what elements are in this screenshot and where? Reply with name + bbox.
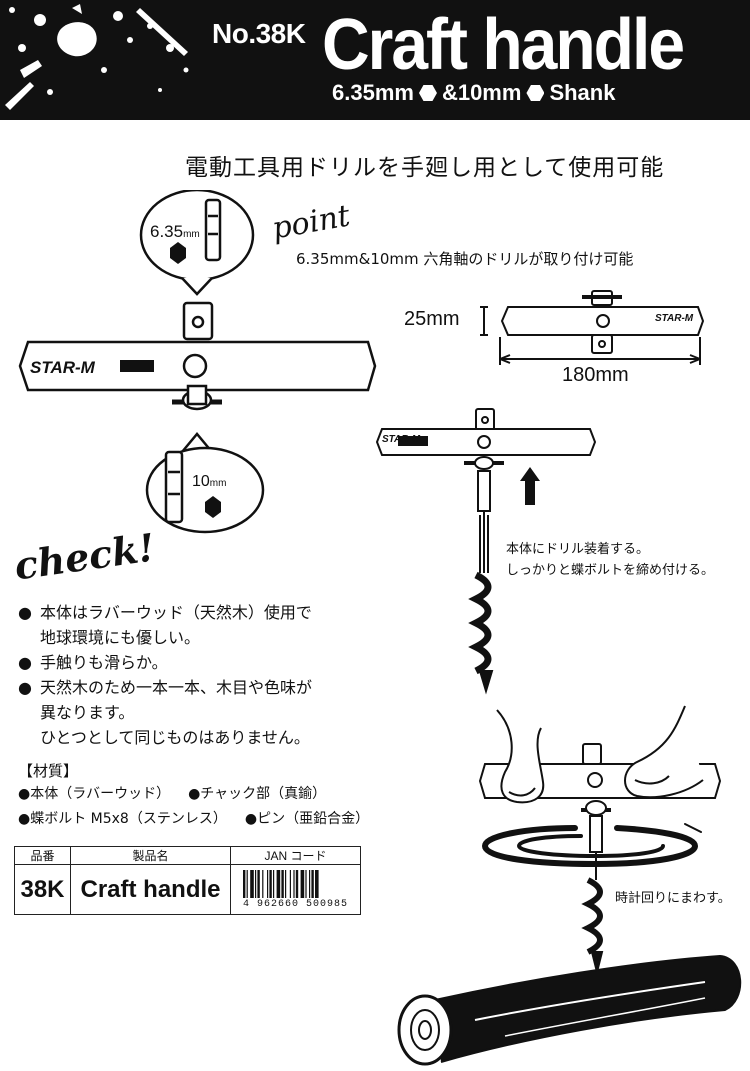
ink-splash-decoration (5, 4, 189, 110)
shank-size-10: &10mm (441, 80, 522, 105)
barcode-bar (289, 869, 291, 898)
feature-text: ひとつとして同じものはありません。 (40, 728, 310, 747)
feature-text: 手触りも滑らか。 (40, 653, 168, 672)
barcode-bar (249, 869, 254, 898)
barcode: 4 962660 500985 (231, 869, 360, 910)
table-row: 38K Craft handle 4 962660 500985 (14, 864, 361, 915)
product-table: 品番 製品名 JAN コード 38K Craft handle 4 962660… (14, 846, 361, 915)
materials-row: ●本体（ラバーウッド） ●チャック部（真鍮） (18, 782, 418, 807)
barcode-bar (261, 869, 263, 898)
feature-item: 天然木のため一本一本、木目や色味が 異なります。 ひとつとして同じものはありませ… (18, 675, 312, 750)
subtitle: 電動工具用ドリルを手廻し用として使用可能 (185, 155, 665, 181)
barcode-bar (254, 869, 256, 898)
materials-row: ●蝶ボルト M5x8（ステンレス） ●ピン（亜鉛合金） (18, 807, 418, 832)
materials-title: 【材質】 (18, 762, 79, 780)
barcode-bar (314, 869, 319, 898)
mount-note-line2: しっかりと蝶ボルトを締め付ける。 (506, 563, 715, 578)
bit-large-label: 10mm (192, 473, 226, 491)
bit-large-value: 10 (192, 473, 210, 490)
shank-sizes: 6.35mm &10mm Shank (332, 80, 615, 106)
rotation-illustration (397, 705, 742, 1066)
rotate-note: 時計回りにまわす。 (615, 891, 731, 906)
product-name: Craft handle (322, 3, 685, 85)
dimension-drawing (480, 290, 705, 365)
model-number: No.38K (212, 18, 306, 49)
point-description: 6.35mm&10mm 六角軸のドリルが取り付け可能 (296, 250, 634, 268)
dimension-height: 25mm (404, 308, 460, 330)
header-code: 品番 (14, 846, 71, 865)
barcode-icon (242, 869, 319, 898)
product-name-cell: Craft handle (70, 864, 231, 915)
barcode-bar (300, 869, 304, 898)
hex-icon (418, 85, 437, 101)
barcode-bar (256, 869, 260, 898)
mount-note: 本体にドリル装着する。 しっかりと蝶ボルトを締め付ける。 (506, 539, 714, 581)
material-item: ●ピン（亜鉛合金） (244, 811, 370, 827)
header-banner: No.38K Craft handle 6.35mm &10mm Shank (0, 0, 750, 120)
mount-note-line1: 本体にドリル装着する。 (506, 542, 650, 557)
material-item: ●本体（ラバーウッド） (18, 786, 171, 802)
barcode-bar (310, 869, 314, 898)
material-item: ●蝶ボルト M5x8（ステンレス） (18, 811, 227, 827)
barcode-bar (304, 869, 307, 898)
feature-list: 本体はラバーウッド（天然木）使用で 地球環境にも優しい。 手触りも滑らか。 天然… (18, 600, 312, 750)
header-jan: JAN コード (230, 846, 361, 865)
barcode-bar (292, 869, 295, 898)
bit-small-label: 6.35mm (150, 222, 200, 242)
mount-illustration (375, 408, 597, 695)
brand-mark-mount: STAR-M (382, 434, 421, 445)
dimension-length: 180mm (562, 364, 629, 386)
bit-small-unit: mm (183, 229, 200, 240)
shank-size-635: 6.35mm (332, 80, 414, 105)
feature-item: 本体はラバーウッド（天然木）使用で 地球環境にも優しい。 (18, 600, 312, 650)
barcode-bar (295, 869, 298, 898)
brand-mark-main: STAR-M (30, 358, 95, 377)
handle-front-illustration (18, 190, 377, 534)
barcode-bar (280, 869, 284, 898)
feature-text: 地球環境にも優しい。 (40, 628, 201, 647)
shank-word: Shank (549, 80, 616, 105)
feature-item: 手触りも滑らか。 (18, 650, 312, 675)
feature-text: 異なります。 (40, 703, 135, 722)
barcode-bar (272, 869, 274, 898)
hex-icon (170, 242, 186, 264)
header-name: 製品名 (70, 846, 231, 865)
bit-large-unit: mm (209, 478, 227, 489)
feature-text: 天然木のため一本一本、木目や色味が (40, 678, 313, 697)
barcode-bar (268, 869, 272, 898)
jan-number: 4 962660 500985 (242, 898, 348, 910)
brand-mark-dim: STAR-M (655, 313, 694, 324)
jan-cell: 4 962660 500985 (230, 864, 361, 915)
hex-icon (526, 85, 545, 101)
feature-text: 本体はラバーウッド（天然木）使用で (40, 603, 312, 622)
barcode-bar (276, 869, 280, 898)
barcode-bar (266, 869, 268, 898)
barcode-bar (284, 869, 286, 898)
barcode-bar (308, 869, 310, 898)
barcode-bar (242, 869, 245, 898)
materials-list: ●本体（ラバーウッド） ●チャック部（真鍮） ●蝶ボルト M5x8（ステンレス）… (18, 782, 418, 832)
material-item: ●チャック部（真鍮） (188, 786, 327, 802)
hex-icon (205, 496, 221, 518)
product-code: 38K (14, 864, 71, 915)
table-header-row: 品番 製品名 JAN コード (14, 846, 361, 865)
barcode-bar (246, 869, 248, 898)
bit-small-value: 6.35 (150, 222, 184, 241)
